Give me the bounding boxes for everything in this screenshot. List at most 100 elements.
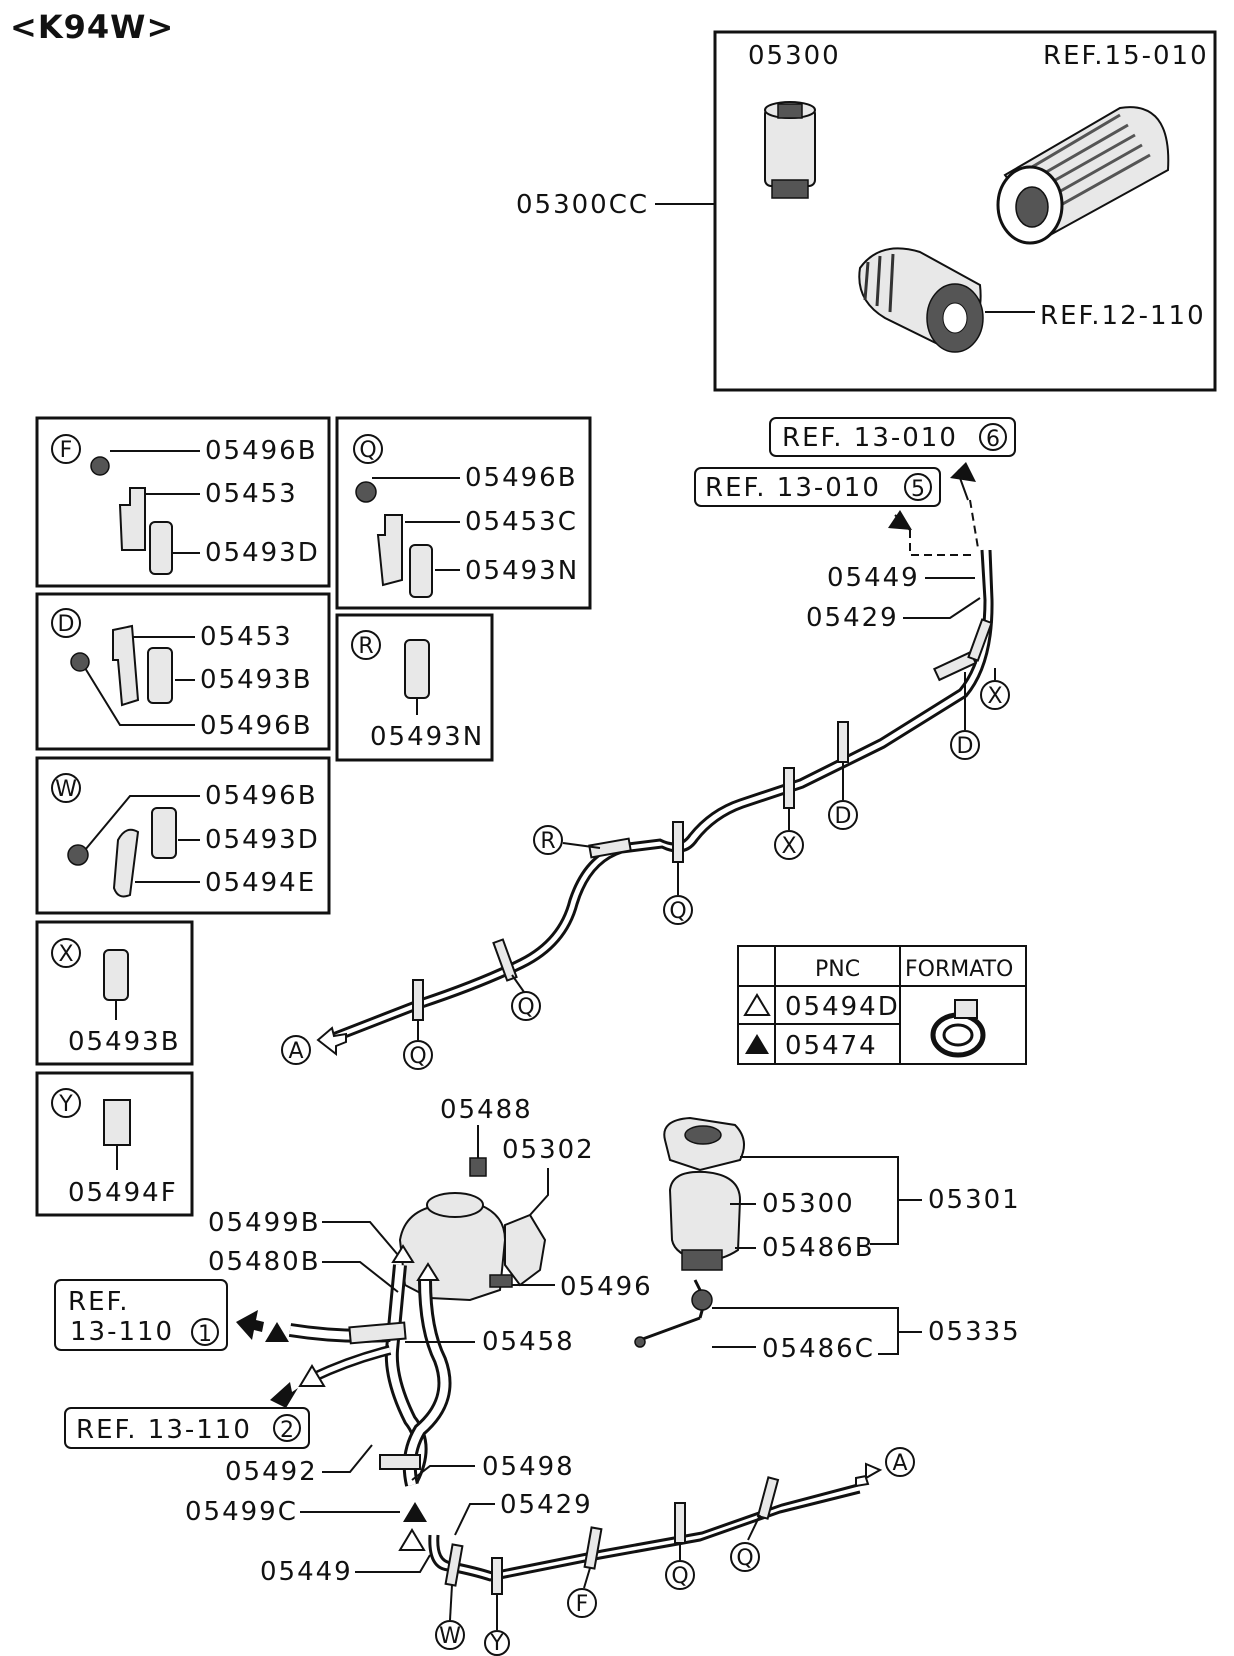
ref-13-010-6: REF. 13-010 6 xyxy=(769,417,1016,457)
filled-triangle-icon xyxy=(745,1034,769,1054)
ref6-text: REF. 13-010 xyxy=(782,423,958,453)
fuel-filter-element-icon xyxy=(764,101,816,199)
callout-x-1: X xyxy=(987,684,1002,709)
lower-label-05488: 05488 xyxy=(440,1095,533,1125)
detail-box-y: Y 05494F xyxy=(35,1071,194,1217)
f-part-1: 05496B xyxy=(205,436,318,466)
arrow-left-icon xyxy=(855,1462,883,1488)
ref5-num: 5 xyxy=(911,477,925,502)
detail-letter-q: Q xyxy=(359,438,376,463)
detail-box-d: D 05453 05493B 05496B xyxy=(35,592,331,751)
bolt-icon xyxy=(90,456,110,476)
arrow-up-icon xyxy=(950,462,976,482)
clip-icon xyxy=(151,807,177,859)
kit-main-label: 05300CC xyxy=(516,190,649,220)
ref-13-010-5: REF. 13-010 5 xyxy=(694,467,941,507)
callout-y-1: Y xyxy=(489,1631,504,1656)
lower-filter-assembly: REF. 13-110 1 REF. 13-110 2 xyxy=(54,1157,547,1551)
arrow-left-icon xyxy=(316,1026,347,1057)
arrow-left-icon xyxy=(236,1310,264,1340)
callout-a-1: A xyxy=(288,1039,303,1064)
upper-label-05449: 05449 xyxy=(827,563,920,593)
clip-icon xyxy=(103,1099,131,1146)
callout-w-1: W xyxy=(439,1624,461,1649)
fuel-filter-assembly xyxy=(634,1116,745,1348)
detail-letter-r: R xyxy=(358,634,373,659)
y-part-1: 05494F xyxy=(68,1178,178,1208)
bolt-icon xyxy=(70,652,90,672)
filter-kit-group: 05300 REF.15-010 REF.12-110 05300CC xyxy=(516,30,1217,392)
callout-q-1: Q xyxy=(669,899,686,924)
right-label-05486B: 05486B xyxy=(762,1233,875,1263)
outline-triangle-icon xyxy=(743,993,771,1016)
w-part-3: 05494E xyxy=(205,868,316,898)
w-part-1: 05496B xyxy=(205,781,318,811)
oil-filter-icon xyxy=(858,247,984,353)
detail-letter-d: D xyxy=(58,612,75,637)
lower-label-05458: 05458 xyxy=(482,1327,575,1357)
part-label-05300-top: 05300 xyxy=(748,41,841,71)
ref6-num: 6 xyxy=(986,427,1000,452)
upper-clip-callouts: X D D X Q R Q Q A xyxy=(281,668,1010,1070)
x-part-1: 05493B xyxy=(68,1027,181,1057)
right-label-05335: 05335 xyxy=(928,1317,1021,1347)
lower-label-05302: 05302 xyxy=(502,1135,595,1165)
q-part-2: 05453C xyxy=(465,507,578,537)
ref1-text-2: 13-110 xyxy=(70,1317,174,1347)
q-part-3: 05493N xyxy=(465,556,579,586)
lower-clip-callouts: A Q Q F W Y xyxy=(435,1447,915,1656)
q-part-1: 05496B xyxy=(465,463,578,493)
right-label-05486C: 05486C xyxy=(762,1334,875,1364)
detail-box-f: F 05496B 05453 05493D xyxy=(35,416,331,588)
callout-q-3: Q xyxy=(409,1044,426,1069)
callout-q-2: Q xyxy=(517,995,534,1020)
formato-header: FORMATO xyxy=(905,957,1013,982)
model-code: <K94W> xyxy=(10,8,174,46)
ref5-text: REF. 13-010 xyxy=(705,473,881,503)
callout-x-2: X xyxy=(781,834,796,859)
pnc-row-1: 05494D xyxy=(785,992,900,1022)
clip-icon xyxy=(409,544,433,598)
ref2-num: 2 xyxy=(280,1418,294,1443)
detail-box-r: R 05493N xyxy=(335,613,494,762)
w-part-2: 05493D xyxy=(205,825,320,855)
lower-label-05498: 05498 xyxy=(482,1452,575,1482)
pnc-row-2: 05474 xyxy=(785,1031,878,1061)
d-part-2: 05493B xyxy=(200,665,313,695)
pnc-header: PNC xyxy=(815,957,860,982)
lower-label-05429: 05429 xyxy=(500,1490,593,1520)
callout-d-2: D xyxy=(835,804,852,829)
detail-letter-y: Y xyxy=(58,1092,73,1117)
right-label-05301: 05301 xyxy=(928,1185,1021,1215)
upper-label-05429: 05429 xyxy=(806,603,899,633)
bracket-icon xyxy=(112,624,140,707)
detail-letter-f: F xyxy=(60,438,73,463)
arrow-up-icon xyxy=(888,510,912,530)
bolt-icon xyxy=(355,481,377,503)
arrow-down-left-icon xyxy=(270,1382,298,1408)
detail-box-w: W 05496B 05493D 05494E xyxy=(35,756,331,915)
right-label-05300: 05300 xyxy=(762,1189,855,1219)
lower-label-05499B: 05499B xyxy=(208,1208,321,1238)
d-part-3: 05496B xyxy=(200,711,313,741)
ref-12-110-label: REF.12-110 xyxy=(1040,301,1206,331)
bracket-icon xyxy=(112,828,140,898)
f-part-2: 05453 xyxy=(205,479,298,509)
d-part-1: 05453 xyxy=(200,622,293,652)
callout-r-1: R xyxy=(540,829,555,854)
lower-label-05449: 05449 xyxy=(260,1557,353,1587)
callout-f-1: F xyxy=(576,1592,589,1617)
lower-label-05480B: 05480B xyxy=(208,1247,321,1277)
detail-box-q: Q 05496B 05453C 05493N xyxy=(335,416,592,610)
pnc-table: PNC FORMATO 05494D 05474 xyxy=(737,945,1027,1065)
callout-a-2: A xyxy=(892,1451,907,1476)
detail-letter-x: X xyxy=(58,942,73,967)
air-filter-icon xyxy=(996,106,1170,245)
lower-label-05499C: 05499C xyxy=(185,1497,298,1527)
clip-icon xyxy=(147,647,173,704)
ref1-text: REF. xyxy=(68,1287,130,1317)
bolt-icon xyxy=(67,844,89,866)
bracket-icon xyxy=(118,487,146,551)
lower-label-05492: 05492 xyxy=(225,1457,318,1487)
